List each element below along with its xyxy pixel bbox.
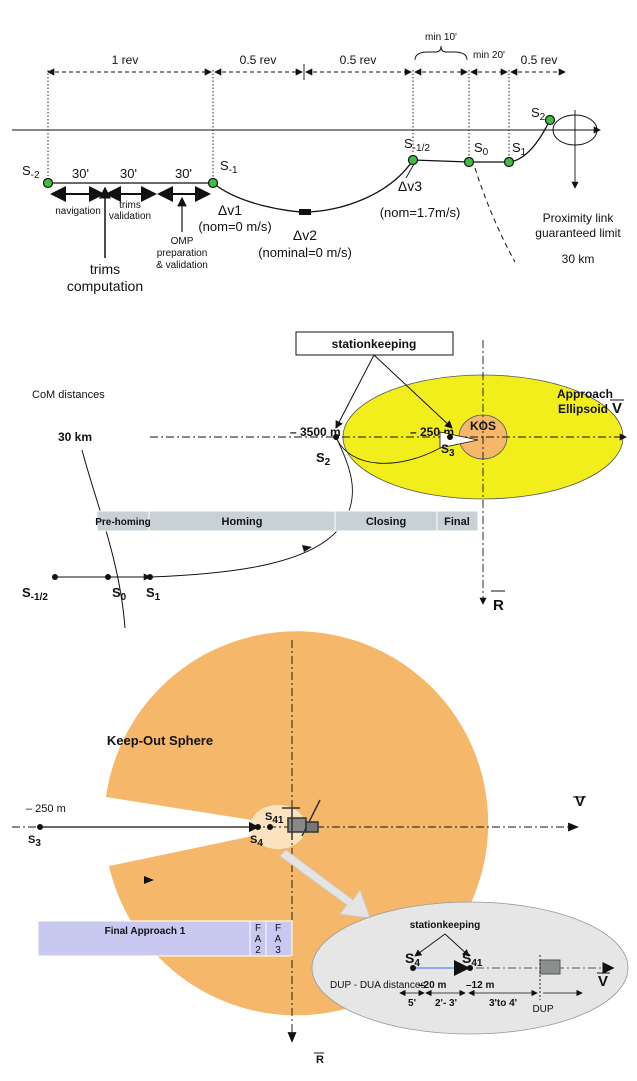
inset-v-axis: V [598,973,608,990]
inset-d12: –12 m [466,980,494,991]
label-s0: S0 [474,140,489,158]
label-s41: S41 [265,811,284,826]
phase-label: Final [444,516,470,528]
fa3-label: F [275,923,281,934]
dv2-burn [299,209,311,215]
inset-t34: 3'to 4' [489,998,517,1009]
label-s-1: S-1 [220,158,238,176]
duration-label: 30' [72,166,89,181]
trims-computation-label: computation [67,278,143,294]
fa2-label: A [255,934,262,945]
distance-3500: – 3500 m [290,425,341,439]
dv2-label: Δv2 [293,227,317,243]
inset-dup: DUP [532,1004,553,1015]
rev-label: 0.5 rev [521,53,558,67]
label-s4: S4 [250,834,263,849]
marker-s-1 [207,177,219,189]
rev-label: 1 rev [112,53,139,67]
dv2-nominal: (nominal=0 m/s) [258,245,352,260]
label-s3: S3 [28,834,41,849]
proximity-label: guaranteed limit [535,226,621,240]
label-s0: S0 [112,585,127,603]
inset-t5: 5' [408,998,416,1009]
marker-s-half [407,154,419,166]
fa2-label: F [255,923,261,934]
duration-label: 30' [120,166,137,181]
trims-validation-label: trims [119,200,141,211]
duration-label: 30' [175,166,192,181]
label-s-half: S-1/2 [22,585,48,603]
label-s2: S2 [316,450,331,468]
navigation-label: navigation [55,206,101,217]
phase-label: Closing [366,516,406,528]
panel-final-approach: Keep-Out Sphere – 250 m S3 S4 S41 V R Fi… [12,631,629,1066]
min10-brace [414,45,468,61]
phase-bar: Pre-homing Homing Closing Final [95,510,479,532]
v-axis-label: V [612,400,622,417]
dv3-label: Δv3 [398,178,422,194]
fa3-label: A [275,934,282,945]
omp-label: preparation [157,248,208,259]
rev-label: 0.5 rev [340,53,377,67]
fa2-label: 2 [255,945,261,956]
marker-s2 [544,114,556,126]
inset-s4: S4 [405,950,420,969]
distance-30km: 30 km [58,430,92,444]
v-axis-label: V [575,793,585,810]
label-s1: S1 [146,585,161,603]
station-icon [282,799,321,840]
distance-250: – 250 m [26,803,66,815]
marker-s0 [463,156,475,168]
label-s-2: S-2 [22,163,40,181]
trims-validation-label: validation [109,211,151,222]
inset-dup-dua: DUP - DUA distances [330,980,425,991]
omp-label: & validation [156,260,208,271]
range-arc [81,449,126,629]
omp-label: OMP [171,236,194,247]
marker-s-2 [42,177,54,189]
inset-t23: 2'- 3' [435,998,457,1009]
rev-label: min 20' [473,50,505,61]
phase-label: Homing [222,516,263,528]
fa3-label: 3 [275,945,281,956]
phase-label: Pre-homing [95,517,151,528]
r-axis-label: R [493,597,504,614]
stationkeeping-label: stationkeeping [332,337,417,351]
r-axis-label: R [316,1054,324,1066]
trims-computation-label: trims [90,261,120,277]
com-distances-label: CoM distances [32,389,105,401]
panel-phasing-timeline: 1 rev 0.5 rev 0.5 rev min 10' min 20' 0.… [12,32,621,294]
inset-d20: –20 m [418,980,446,991]
dup-inset: stationkeeping S4 S41 V DUP - DUA distan… [311,901,629,1035]
zoom-arrow [279,849,371,919]
label-s3: S3 [441,442,455,459]
panel-approach: stationkeeping CoM distances Approach El… [22,331,627,629]
dv1-label: Δv1 [218,202,242,218]
fa1-label: Final Approach 1 [105,926,186,937]
trajectory [48,119,551,213]
marker-s1 [503,156,515,168]
rev-label: min 10' [425,32,457,43]
label-s2: S2 [531,105,546,123]
label-s-half: S-1/2 [404,136,430,154]
rev-label: 0.5 rev [240,53,277,67]
label-s1: S1 [512,140,527,158]
proximity-distance: 30 km [562,252,595,266]
dv3-nominal: (nom=1.7m/s) [380,205,461,220]
inset-s41: S41 [462,950,483,969]
final-approach-bar: Final Approach 1 F A 2 F A 3 [37,920,293,957]
approach-ellipsoid-label: Approach [557,387,613,401]
kos-label: KOS [470,419,496,433]
approach-ellipsoid-label: Ellipsoid [558,402,608,416]
dv1-nominal: (nom=0 m/s) [198,219,271,234]
keep-out-label: Keep-Out Sphere [107,733,213,748]
inset-stationkeeping: stationkeeping [410,920,481,931]
proximity-label: Proximity link [543,211,615,225]
